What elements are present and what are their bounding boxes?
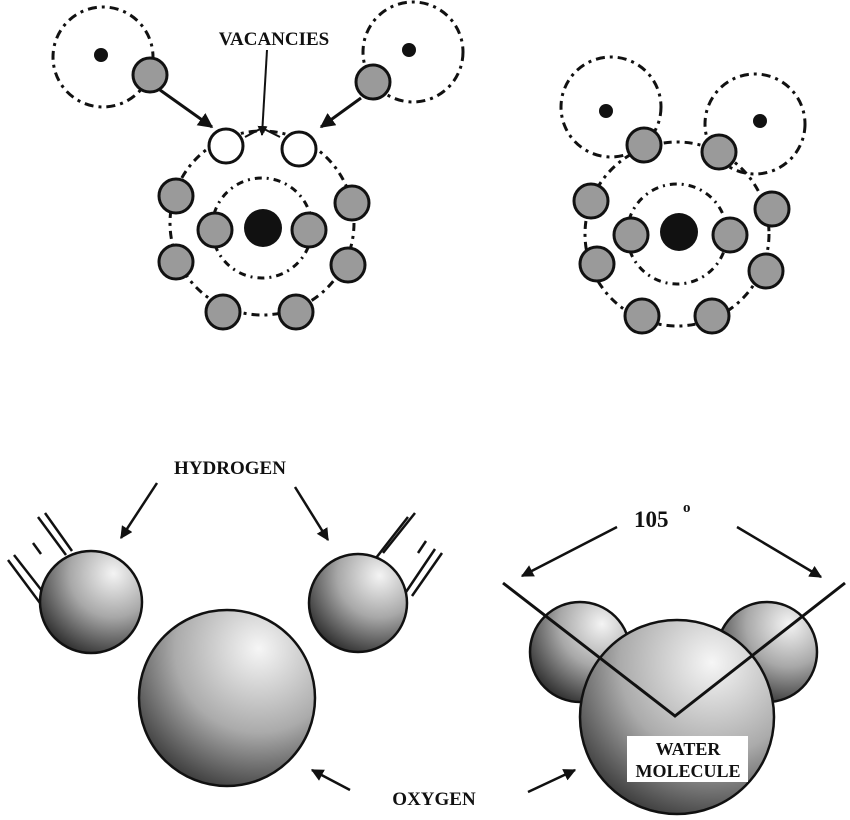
hydrogen-sphere-right bbox=[309, 554, 407, 652]
oxygen-arrow-left bbox=[312, 770, 350, 790]
electron-arrow-right bbox=[321, 98, 361, 127]
hydrogen-sphere-left bbox=[40, 551, 142, 653]
hydrogen-electron-right bbox=[356, 65, 390, 99]
outer-electron bbox=[159, 179, 193, 213]
angle-arrow-left bbox=[522, 527, 617, 576]
hydrogen-nucleus-right bbox=[753, 114, 767, 128]
outer-electron bbox=[279, 295, 313, 329]
hydrogen-electron-left bbox=[133, 58, 167, 92]
oxygen-sphere bbox=[580, 620, 774, 814]
vacancy-right bbox=[282, 132, 316, 166]
water-label-line2: MOLECULE bbox=[635, 761, 740, 781]
vacancy-left bbox=[209, 129, 243, 163]
water-molecule-sphere: 105 o WATER MOLECULE bbox=[503, 500, 845, 814]
atoms-with-vacancies: VACANCIES bbox=[53, 2, 463, 329]
inner-electron bbox=[713, 218, 747, 252]
outer-electron bbox=[335, 186, 369, 220]
outer-electron bbox=[574, 184, 608, 218]
separate-atom-spheres: HYDROGEN bbox=[8, 458, 442, 790]
oxygen-nucleus bbox=[660, 213, 698, 251]
electron-arrow-left bbox=[160, 90, 212, 127]
hydrogen-nucleus-left bbox=[599, 104, 613, 118]
angle-arrow-right bbox=[737, 527, 821, 577]
hydrogen-nucleus-left bbox=[94, 48, 108, 62]
bonded-molecule-electrons bbox=[561, 57, 805, 333]
hydrogen-arrow-left bbox=[121, 483, 157, 538]
oxygen-arrow-right bbox=[528, 770, 575, 792]
outer-electron bbox=[625, 299, 659, 333]
outer-electron bbox=[755, 192, 789, 226]
hydrogen-nucleus-right bbox=[402, 43, 416, 57]
outer-electron bbox=[580, 247, 614, 281]
oxygen-label: OXYGEN bbox=[392, 789, 476, 810]
angle-value-label: 105 bbox=[634, 507, 669, 532]
vacancies-pointer-left bbox=[245, 128, 262, 137]
outer-electron bbox=[749, 254, 783, 288]
angle-unit-label: o bbox=[683, 500, 691, 516]
vacancies-label: VACANCIES bbox=[219, 29, 330, 50]
shared-electron-right bbox=[702, 135, 736, 169]
outer-electron bbox=[159, 245, 193, 279]
inner-electron bbox=[198, 213, 232, 247]
hydrogen-arrow-right bbox=[295, 487, 328, 540]
hydrogen-label: HYDROGEN bbox=[174, 458, 286, 479]
inner-electron bbox=[292, 213, 326, 247]
water-label-line1: WATER bbox=[656, 739, 722, 759]
vacancies-pointer bbox=[262, 50, 267, 135]
outer-electron bbox=[695, 299, 729, 333]
outer-electron bbox=[331, 248, 365, 282]
oxygen-sphere bbox=[139, 610, 315, 786]
shared-electron-left bbox=[627, 128, 661, 162]
inner-electron bbox=[614, 218, 648, 252]
outer-electron bbox=[206, 295, 240, 329]
oxygen-nucleus bbox=[244, 209, 282, 247]
